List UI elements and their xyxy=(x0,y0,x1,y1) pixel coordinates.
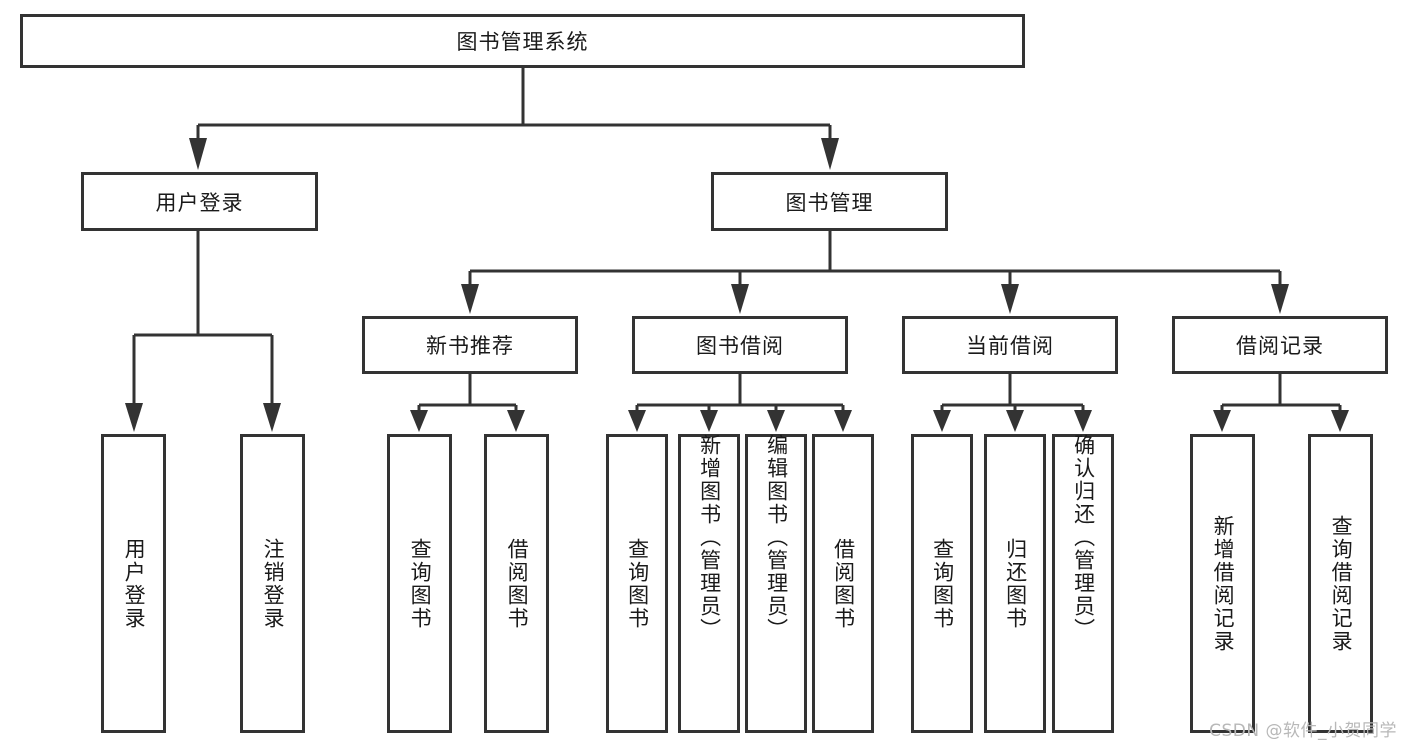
arrow-head-current-borrow xyxy=(1001,284,1019,314)
node-leaf-borrow-book-box[interactable] xyxy=(812,434,874,733)
arrow-head-leaf-borrow-book-rec xyxy=(507,410,525,432)
arrow-head-leaf-borrow-book xyxy=(834,410,852,432)
arrow-head-leaf-query-book-current xyxy=(933,410,951,432)
node-book-manage-box[interactable] xyxy=(711,172,948,231)
node-leaf-edit-book-box[interactable] xyxy=(745,434,807,733)
node-leaf-user-login-box[interactable] xyxy=(101,434,166,733)
node-leaf-return-book-box[interactable] xyxy=(984,434,1046,733)
node-leaf-add-book-box[interactable] xyxy=(678,434,740,733)
arrow-head-leaf-user-login xyxy=(125,403,143,432)
arrow-head-leaf-query-record xyxy=(1331,410,1349,432)
node-borrow-record-box[interactable] xyxy=(1172,316,1388,374)
arrow-head-leaf-return-book xyxy=(1006,410,1024,432)
arrow-head-book-borrow xyxy=(731,284,749,314)
node-leaf-confirm-return-box[interactable] xyxy=(1052,434,1114,733)
arrow-head-leaf-add-book xyxy=(700,410,718,432)
node-leaf-query-record-box[interactable] xyxy=(1308,434,1373,733)
arrow-head-leaf-user-logout xyxy=(263,403,281,432)
node-leaf-add-record-box[interactable] xyxy=(1190,434,1255,733)
node-leaf-query-book-current-box[interactable] xyxy=(911,434,973,733)
arrow-head-leaf-edit-book xyxy=(767,410,785,432)
node-user-login-box[interactable] xyxy=(81,172,318,231)
node-leaf-user-logout-box[interactable] xyxy=(240,434,305,733)
watermark-text: CSDN @软件_小贺同学 xyxy=(1209,721,1397,741)
node-book-borrow-box[interactable] xyxy=(632,316,848,374)
node-root-box[interactable] xyxy=(20,14,1025,68)
arrow-head-leaf-confirm-return xyxy=(1074,410,1092,432)
arrow-head-leaf-query-book-borrow xyxy=(628,410,646,432)
arrow-head-book-manage xyxy=(821,138,839,170)
node-current-borrow-box[interactable] xyxy=(902,316,1118,374)
node-leaf-query-book-borrow-box[interactable] xyxy=(606,434,668,733)
arrow-head-new-book-rec xyxy=(461,284,479,314)
node-new-book-rec-box[interactable] xyxy=(362,316,578,374)
arrow-head-leaf-add-record xyxy=(1213,410,1231,432)
arrow-head-user-login xyxy=(189,138,207,170)
arrow-head-borrow-record xyxy=(1271,284,1289,314)
arrow-head-leaf-query-book-rec xyxy=(410,410,428,432)
node-leaf-query-book-rec-box[interactable] xyxy=(387,434,452,733)
node-leaf-borrow-book-rec-box[interactable] xyxy=(484,434,549,733)
